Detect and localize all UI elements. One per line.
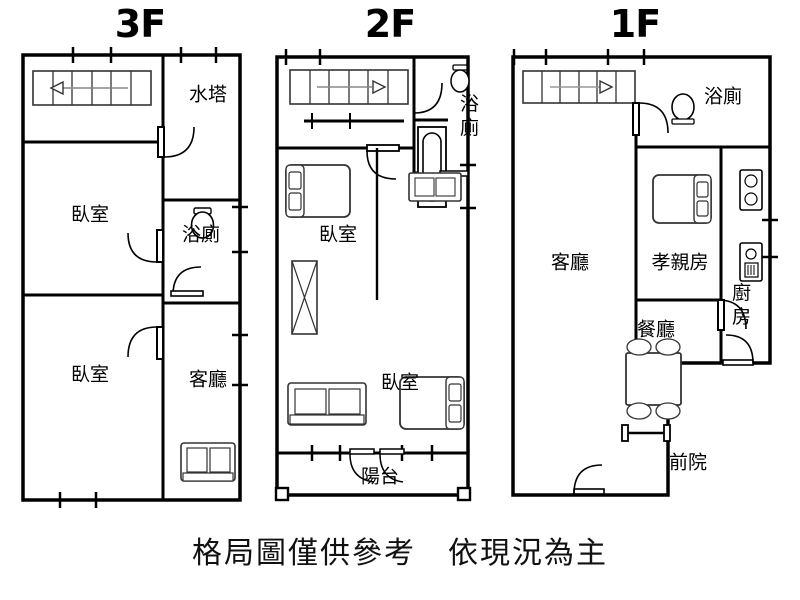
room-label-parents-room-1f: 孝親房: [651, 252, 708, 274]
door-bedroom-upper-icon: [127, 229, 164, 263]
door-bathroom-icon: [632, 102, 669, 136]
sofa-icon: [180, 442, 236, 482]
room-label-bedroom-upper-3f: 臥室: [71, 204, 109, 226]
fence-rail-icon: [621, 424, 671, 442]
interior-walls-3f: [23, 55, 240, 500]
sink-icon: [739, 242, 763, 282]
balcony-doors-icon: [349, 448, 405, 483]
room-label-kitchen-1f: 廚房: [732, 281, 754, 329]
wall-ticks-1f: [512, 49, 778, 259]
sofa-icon: [287, 382, 367, 426]
bed-icon: [399, 376, 465, 430]
floorplan-1f-svg: 浴廁 孝親房 客廳 餐廳 前院: [511, 49, 778, 497]
stove-icon: [739, 169, 763, 211]
floor-title-2f: 2F: [364, 2, 416, 46]
floorplan-2f: 臥室 臥室 陽台 浴廁: [272, 45, 487, 510]
outer-walls-1f: [511, 55, 772, 497]
floor-title-3f: 3F: [114, 2, 166, 46]
room-label-dining-room-1f: 餐廳: [637, 319, 675, 341]
door-bathroom-icon: [170, 266, 204, 297]
bed-icon: [652, 174, 712, 224]
outer-walls-3f: [21, 53, 242, 502]
stairs-icon: [522, 70, 636, 104]
room-label-bathroom-2f: 浴廁: [460, 92, 482, 140]
stairs-icon: [289, 69, 409, 129]
bed-icon: [285, 164, 351, 218]
toilet-icon: [190, 207, 215, 239]
room-label-bedroom-lower-3f: 臥室: [71, 364, 109, 386]
sofa-icon: [408, 172, 462, 202]
room-label-bathroom-3f: 浴廁: [182, 223, 220, 246]
floorplan-1f: 浴廁 孝親房 客廳 餐廳 前院 廚房: [508, 45, 788, 510]
door-kitchen-upper-icon: [717, 299, 747, 331]
toilet-icon: [671, 93, 695, 125]
room-label-kitchen-1f-text: 廚房: [732, 282, 752, 328]
room-label-living-room-1f: 客廳: [551, 252, 589, 274]
door-bedroom-upper-icon: [366, 144, 400, 180]
balcony-posts-icon: [274, 486, 472, 502]
door-kitchen-lower-icon: [722, 334, 754, 366]
door-bedroom-lower-icon: [127, 326, 164, 360]
toilet-icon: [450, 64, 470, 93]
floorplan-3f-svg: 臥室 水塔 浴廁 臥室 客廳: [21, 47, 248, 508]
door-bathroom-upper-icon: [413, 82, 443, 114]
disclaimer-caption: 格局圖僅供參考 依現況為主: [192, 536, 608, 571]
room-label-balcony-2f: 陽台: [361, 466, 399, 488]
floorplan-2f-svg: 臥室 臥室 陽台: [274, 49, 476, 502]
room-label-living-room-3f: 客廳: [189, 369, 227, 391]
room-label-bedroom-lower-2f: 臥室: [381, 372, 419, 394]
dining-table-icon: [625, 338, 682, 420]
stairs-icon: [32, 70, 152, 106]
wardrobe-icon: [291, 260, 318, 335]
door-front-yard-icon: [573, 464, 605, 495]
floorplan-3f: 臥室 水塔 浴廁 臥室 客廳: [18, 45, 268, 510]
room-label-bedroom-upper-2f: 臥室: [319, 224, 357, 246]
wall-ticks-2f: [284, 49, 476, 461]
room-label-water-tower-3f: 水塔: [189, 84, 227, 106]
room-label-front-yard-1f: 前院: [669, 452, 707, 474]
room-label-bathroom-1f: 浴廁: [704, 85, 742, 108]
wall-ticks-3f: [58, 47, 248, 508]
room-label-bathroom-2f-text: 浴廁: [460, 93, 480, 139]
door-water-tower-icon: [157, 126, 195, 158]
floor-title-1f: 1F: [609, 2, 661, 46]
